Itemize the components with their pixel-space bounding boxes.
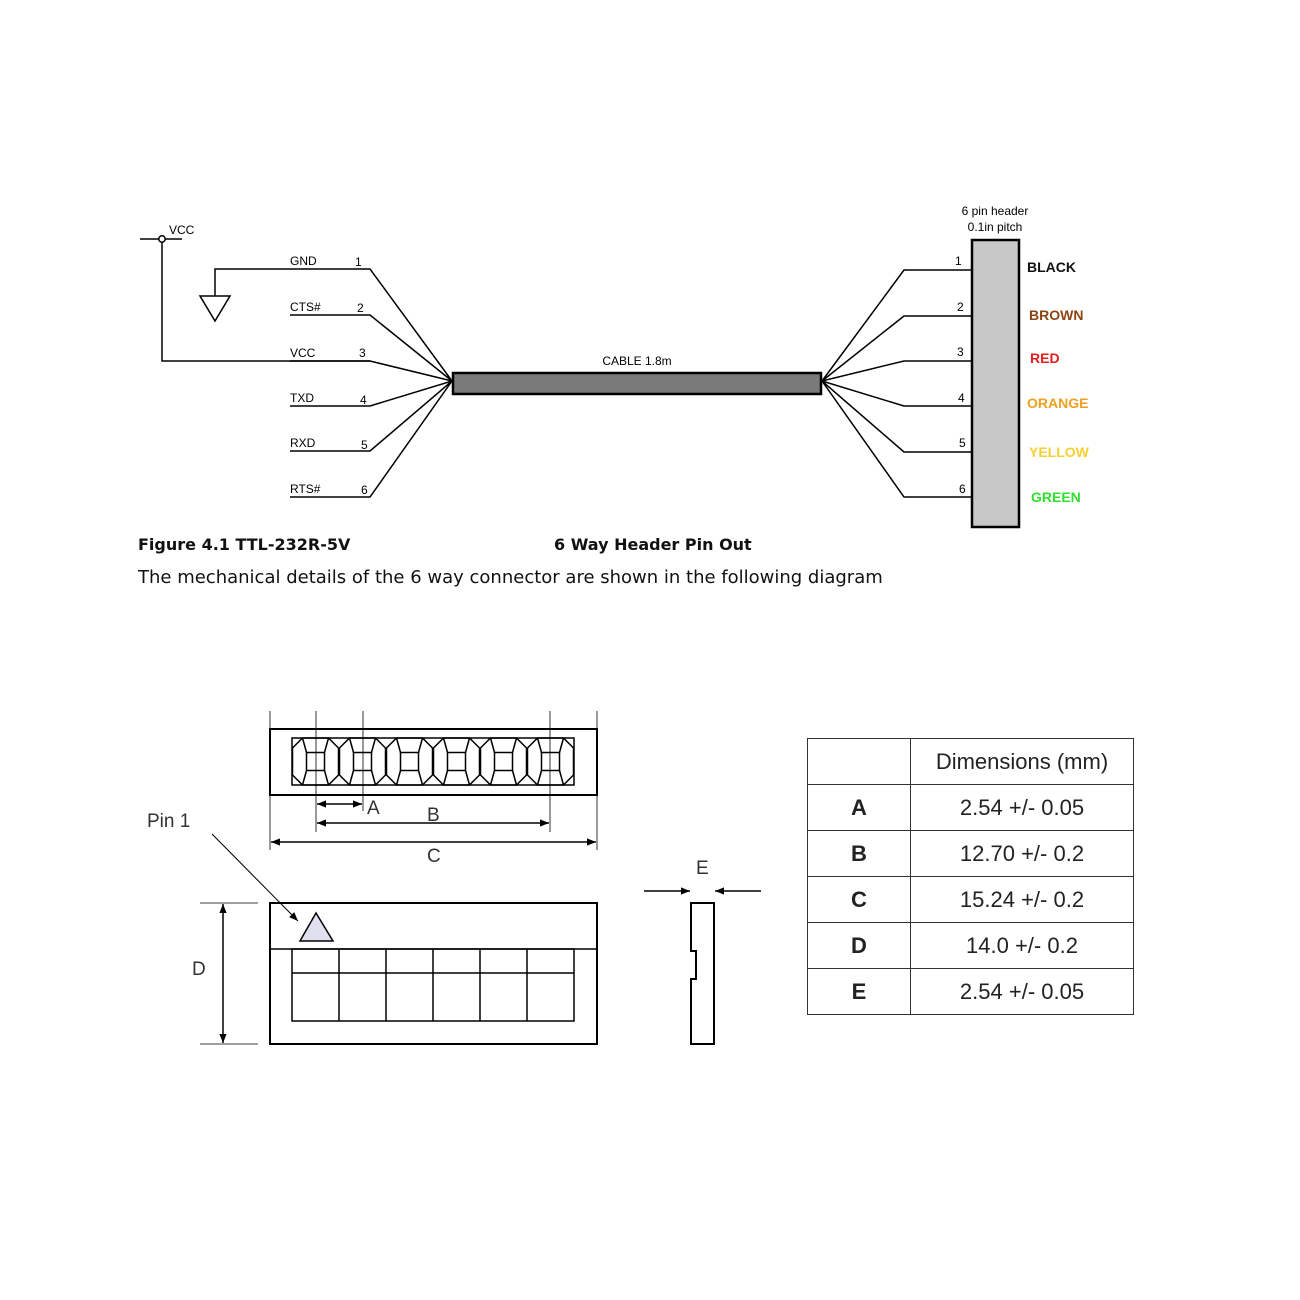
table-row: C 15.24 +/- 0.2: [807, 876, 1134, 923]
left-pin-num: 1: [355, 255, 362, 269]
dim-a-label: A: [367, 798, 380, 819]
wire-color-green: GREEN: [1031, 489, 1081, 505]
wire-right-1: [821, 269, 972, 382]
dim-value: 12.70 +/- 0.2: [910, 830, 1134, 877]
left-pin-name: RXD: [290, 436, 316, 450]
dim-key: D: [807, 922, 911, 969]
pin1-triangle-icon: [298, 911, 335, 942]
schematic: [140, 235, 1021, 529]
table-header: Dimensions (mm): [910, 738, 1134, 785]
wire-right-2: [821, 315, 972, 382]
pin-cell: [291, 737, 340, 786]
right-pin-num: 2: [957, 300, 964, 314]
ground-symbol: [198, 268, 453, 382]
dim-value: 2.54 +/- 0.05: [910, 784, 1134, 831]
vcc-symbol: [140, 235, 453, 382]
pin-cell: [338, 737, 387, 786]
dim-value: 2.54 +/- 0.05: [910, 968, 1134, 1015]
dim-key: A: [807, 784, 911, 831]
cable: [451, 371, 823, 396]
right-pin-num: 3: [957, 345, 964, 359]
left-pin-name: VCC: [290, 346, 316, 360]
right-pin-num: 4: [958, 391, 965, 405]
header-title: 6 pin header: [962, 204, 1029, 218]
wire-right-3: [821, 360, 972, 382]
figure-subcaption: 6 Way Header Pin Out: [554, 535, 752, 554]
wire-right-5: [821, 380, 972, 453]
wire-color-black: BLACK: [1027, 259, 1076, 275]
left-pin-name: GND: [290, 254, 317, 268]
dim-c-label: C: [427, 846, 441, 867]
wire-rts: [290, 380, 453, 498]
table-row: Dimensions (mm): [807, 738, 1134, 785]
dim-e-label: E: [696, 858, 709, 879]
wire-color-yellow: YELLOW: [1029, 444, 1090, 460]
pin1-leader-arrow: [211, 833, 299, 922]
wire-color-orange: ORANGE: [1027, 395, 1088, 411]
left-pin-num: 4: [360, 393, 367, 407]
dim-value: 15.24 +/- 0.2: [910, 876, 1134, 923]
wire-cts: [290, 314, 453, 382]
connector-top-view: [269, 711, 598, 850]
vcc-label: VCC: [169, 223, 195, 237]
pin-cell: [432, 737, 481, 786]
left-pin-num: 5: [361, 438, 368, 452]
cable-label: CABLE 1.8m: [602, 354, 671, 368]
right-pin-num: 1: [955, 254, 962, 268]
left-pin-name: TXD: [290, 391, 314, 405]
dim-value: 14.0 +/- 0.2: [910, 922, 1134, 969]
dim-b-label: B: [427, 805, 440, 826]
connector-side-view: [644, 887, 761, 1045]
left-pin-num: 6: [361, 483, 368, 497]
connector-front-view: [200, 833, 598, 1045]
pin1-label: Pin 1: [147, 811, 190, 832]
wire-color-brown: BROWN: [1029, 307, 1083, 323]
table-row: B 12.70 +/- 0.2: [807, 830, 1134, 877]
dim-key: E: [807, 968, 911, 1015]
table-row: D 14.0 +/- 0.2: [807, 922, 1134, 969]
table-row: A 2.54 +/- 0.05: [807, 784, 1134, 831]
dim-key: C: [807, 876, 911, 923]
header-subtitle: 0.1in pitch: [968, 220, 1023, 234]
pin-cell: [479, 737, 528, 786]
dimensions-table: Dimensions (mm) A 2.54 +/- 0.05 B 12.70 …: [807, 738, 1134, 1015]
right-pin-num: 5: [959, 436, 966, 450]
pin-cell: [385, 737, 434, 786]
body-text: The mechanical details of the 6 way conn…: [138, 567, 883, 588]
dim-key: B: [807, 830, 911, 877]
wire-right-6: [821, 380, 972, 498]
right-pin-num: 6: [959, 482, 966, 496]
wire-rxd: [290, 380, 453, 452]
wire-txd: [290, 380, 453, 407]
figure-caption: Figure 4.1 TTL-232R-5V: [138, 535, 351, 554]
table-row: E 2.54 +/- 0.05: [807, 968, 1134, 1015]
left-pin-name: RTS#: [290, 482, 321, 496]
left-pin-name: CTS#: [290, 300, 321, 314]
left-pin-num: 3: [359, 346, 366, 360]
pin-header-body: [970, 238, 1021, 529]
wire-color-red: RED: [1030, 350, 1060, 366]
wire-right-4: [821, 380, 972, 407]
left-pin-num: 2: [357, 301, 364, 315]
dim-d-label: D: [192, 959, 206, 980]
pin-cell: [526, 737, 575, 786]
